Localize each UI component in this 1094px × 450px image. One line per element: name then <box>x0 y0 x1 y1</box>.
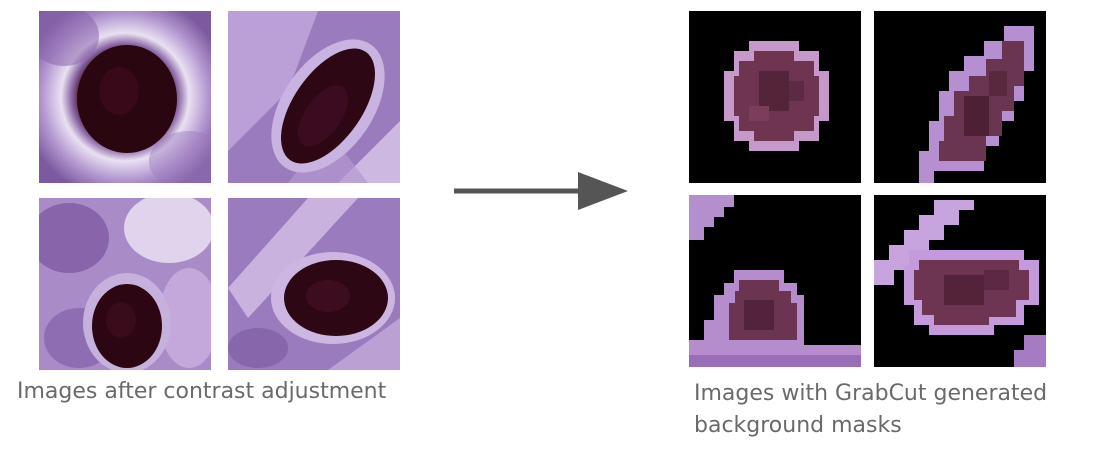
contrast-tile-round-nucleus <box>39 11 211 183</box>
grabcut-caption-line-1: Images with GrabCut generated <box>694 381 1048 406</box>
contrast-tile-oval-nucleus <box>228 198 400 370</box>
transformation-arrow <box>452 170 632 212</box>
grabcut-panel-caption: Images with GrabCut generated background… <box>694 378 1094 442</box>
contrast-tile-elongated-nucleus <box>228 11 400 183</box>
masked-tile-elongated-nucleus <box>874 11 1046 183</box>
contrast-panel-caption: Images after contrast adjustment <box>17 379 387 404</box>
grabcut-caption-line-2: background masks <box>694 413 902 438</box>
masked-tile-bottom-nucleus <box>689 195 861 367</box>
masked-tile-round-nucleus <box>689 11 861 183</box>
contrast-tile-bottom-nucleus <box>39 198 211 370</box>
masked-tile-oval-nucleus <box>874 195 1046 367</box>
arrow-right-icon <box>454 172 628 210</box>
